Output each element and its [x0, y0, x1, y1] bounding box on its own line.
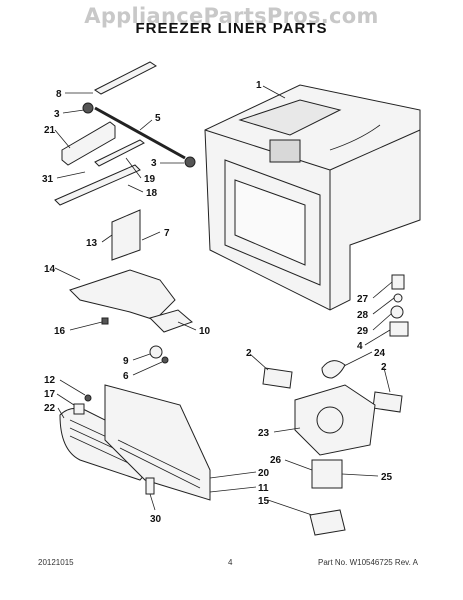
callout-13: 13: [86, 238, 98, 249]
callout-10: 10: [199, 326, 211, 337]
callout-30: 30: [150, 514, 162, 525]
fan-housing-23-part: [294, 384, 376, 456]
knob-left-part: [82, 102, 94, 114]
callout-21: 21: [44, 125, 56, 136]
callout-25: 25: [381, 472, 393, 483]
pad-10-part: [149, 309, 193, 333]
callout-14: 14: [44, 264, 56, 275]
callout-29: 29: [357, 326, 369, 337]
fitting-9-part: [149, 345, 163, 359]
motor-26-part: [311, 459, 343, 489]
tape-right-part: [372, 391, 403, 413]
callout-26: 26: [270, 455, 282, 466]
callout-3-right: 3: [151, 158, 157, 169]
callout-3-left: 3: [54, 109, 60, 120]
callout-22: 22: [44, 403, 56, 414]
callout-27: 27: [357, 294, 369, 305]
bracket-13-part: [111, 209, 141, 261]
callout-7: 7: [164, 228, 170, 239]
callout-8: 8: [56, 89, 62, 100]
callout-23: 23: [258, 428, 270, 439]
cover-14-part: [69, 269, 176, 321]
callout-18: 18: [146, 188, 158, 199]
callout-9: 9: [123, 356, 129, 367]
callout-24: 24: [374, 348, 386, 359]
rail-18-part: [54, 164, 141, 206]
rail-19-part: [94, 139, 145, 167]
rod-part: [94, 106, 186, 160]
clip-17-part: [73, 403, 85, 415]
bracket-21-part: [61, 121, 116, 166]
panel-11-part: [104, 384, 211, 501]
leader-lines: [54, 85, 395, 516]
callout-6: 6: [123, 371, 129, 382]
callout-2-right: 2: [381, 362, 387, 373]
bracket-15-part: [309, 509, 346, 536]
latch-30-part: [145, 477, 155, 495]
watermark-text: AppliancePartsPros.com: [84, 4, 379, 28]
screw-12-part: [84, 394, 92, 402]
callout-labels: 1 8 3 5 21 3 19 31 18 7 13 14 10 16 9 6 …: [42, 80, 393, 525]
clip-16-part: [101, 317, 109, 325]
callout-19: 19: [144, 174, 156, 185]
callout-11: 11: [258, 483, 269, 494]
footer-date: 20121015: [38, 558, 74, 567]
knob-right-part: [184, 156, 196, 168]
callout-17: 17: [44, 389, 56, 400]
footer-page-number: 4: [228, 558, 233, 567]
callout-28: 28: [357, 310, 369, 321]
freezer-liner-part: [204, 84, 421, 311]
ring-28-part: [393, 293, 403, 303]
component-29-part: [390, 305, 404, 319]
tape-left-part: [262, 367, 293, 389]
callout-20: 20: [258, 468, 270, 479]
callout-4: 4: [357, 341, 363, 352]
fan-blade-24-part: [321, 360, 346, 379]
callout-16: 16: [54, 326, 66, 337]
callout-15: 15: [258, 496, 270, 507]
page-title: FREEZER LINER PARTS: [135, 20, 328, 37]
callout-5: 5: [155, 113, 161, 124]
footer-part-number: Part No. W10546725 Rev. A: [318, 558, 418, 567]
component-4-part: [389, 321, 409, 337]
clip-6-part: [161, 356, 169, 364]
callout-2-left: 2: [246, 348, 252, 359]
callout-12: 12: [44, 375, 56, 386]
callout-31: 31: [42, 174, 54, 185]
component-27-part: [391, 274, 405, 290]
callout-1: 1: [256, 80, 262, 91]
upper-rail-part: [94, 61, 157, 95]
